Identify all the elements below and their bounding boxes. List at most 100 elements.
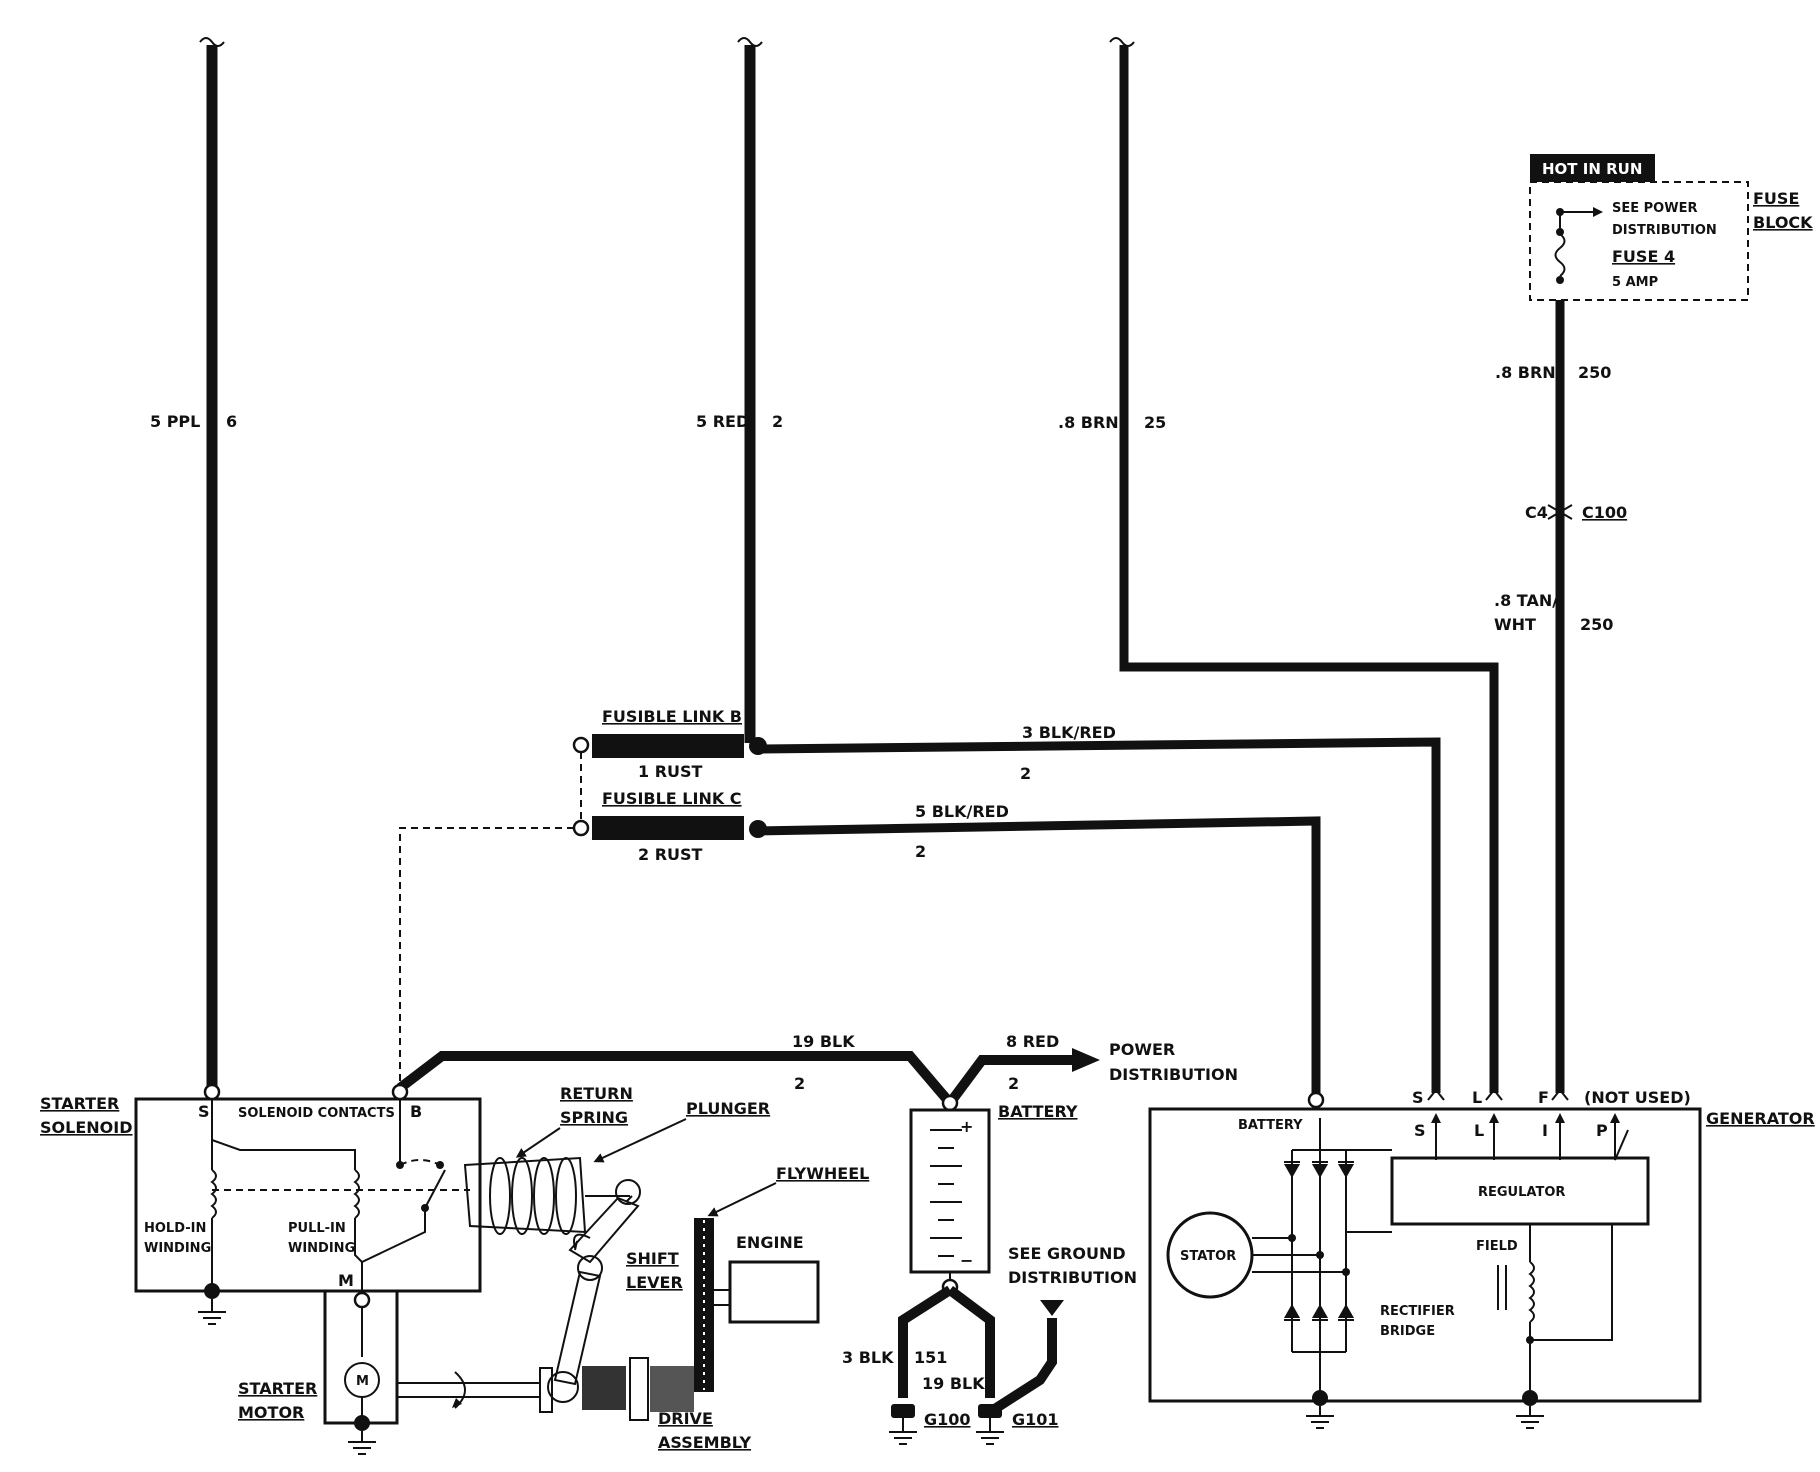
solenoid-b-terminal	[391, 1083, 409, 1101]
gen-term-s: S	[1414, 1121, 1426, 1140]
generator-label: GENERATOR	[1706, 1109, 1815, 1128]
plunger-spring-icon	[463, 1156, 633, 1235]
see-power-line2: DISTRIBUTION	[1612, 223, 1717, 238]
motor-ground-icon	[348, 1415, 376, 1455]
field-label: FIELD	[1476, 1239, 1518, 1254]
flywheel-icon	[694, 1218, 714, 1392]
fuse4-amp: 5 AMP	[1612, 275, 1658, 290]
wire-8red-label: 8 RED	[1006, 1032, 1059, 1051]
wire-brn-circuit: 25	[1144, 413, 1166, 432]
solenoid-s-terminal	[203, 1083, 221, 1101]
hold-in-winding-icon	[210, 1099, 217, 1291]
solenoid-b-label: B	[410, 1102, 422, 1121]
g100-ground-icon	[889, 1404, 917, 1445]
wire-5-ppl	[199, 37, 225, 1088]
wire-3-blk-red	[757, 737, 1441, 1093]
wire-tanwht-circuit: 250	[1580, 615, 1613, 634]
wire-19-blk-main	[396, 1048, 1100, 1107]
battery-minus: −	[960, 1251, 973, 1270]
shift-lever-line1: SHIFT	[626, 1249, 679, 1268]
g101-ground-icon	[976, 1404, 1004, 1445]
field-winding-icon	[1497, 1224, 1613, 1390]
fusible-link-c	[592, 816, 744, 840]
gen-battery-terminal	[1307, 1091, 1325, 1109]
stator-label: STATOR	[1180, 1249, 1236, 1264]
pull-in-line1: PULL-IN	[288, 1221, 346, 1236]
power-distribution-line1: POWER	[1109, 1040, 1175, 1059]
solenoid-contact-switch-icon	[212, 1099, 470, 1263]
connector-c4: C4	[1525, 503, 1548, 522]
solenoid-contacts-label: SOLENOID CONTACTS	[238, 1106, 395, 1121]
battery-plus: +	[960, 1117, 973, 1136]
wire-brn250-label: .8 BRN	[1495, 363, 1556, 382]
gen-connector-chevrons	[1427, 1088, 1569, 1101]
fusible-link-b-label: FUSIBLE LINK B	[602, 707, 742, 726]
battery-ground-wires	[898, 1285, 1057, 1417]
drive-assembly-line2: ASSEMBLY	[658, 1433, 751, 1452]
rectifier-line2: BRIDGE	[1380, 1324, 1435, 1339]
solenoid-m-terminal	[353, 1291, 371, 1309]
gen-not-used: (NOT USED)	[1584, 1088, 1691, 1107]
wire-ppl-circuit: 6	[226, 412, 237, 431]
shift-lever-line2: LEVER	[626, 1273, 683, 1292]
fuse4-label: FUSE 4	[1612, 247, 1675, 266]
hold-in-line2: WINDING	[144, 1241, 211, 1256]
wire-red-circuit: 2	[772, 412, 783, 431]
regulator-box	[1390, 1156, 1650, 1226]
rectifier-line1: RECTIFIER	[1380, 1304, 1455, 1319]
engine-label: ENGINE	[736, 1233, 804, 1252]
rectifier-bridge-icon	[1252, 1118, 1392, 1390]
flywheel-pointer	[707, 1182, 777, 1217]
wire-3blkred-label: 3 BLK/RED	[1022, 723, 1116, 742]
fusible-link-c-start	[572, 819, 590, 837]
return-spring-line1: RETURN	[560, 1084, 633, 1103]
starter-solenoid-box	[134, 1097, 482, 1293]
gen-term-i: I	[1542, 1121, 1548, 1140]
gen-connector-l: L	[1472, 1088, 1482, 1107]
gen-term-p: P	[1596, 1121, 1608, 1140]
wire-brn-label: .8 BRN	[1058, 413, 1119, 432]
solenoid-ground-icon	[198, 1283, 226, 1325]
wire-brn250-circuit: 250	[1578, 363, 1611, 382]
hold-in-line1: HOLD-IN	[144, 1221, 206, 1236]
wire-19blk-ground-label: 19 BLK	[922, 1374, 985, 1393]
wire-5blkred-label: 5 BLK/RED	[915, 802, 1009, 821]
fusible-link-c-to-solenoid	[399, 827, 574, 1085]
return-spring-pointer	[515, 1127, 561, 1158]
plunger-label: PLUNGER	[686, 1099, 770, 1118]
drive-assembly-icon	[397, 1357, 694, 1421]
see-ground-line1: SEE GROUND	[1008, 1244, 1126, 1263]
pull-in-winding-icon	[211, 1139, 363, 1291]
fuse-block-box	[1529, 181, 1749, 301]
return-spring-line2: SPRING	[560, 1108, 628, 1127]
power-distribution-line2: DISTRIBUTION	[1109, 1065, 1238, 1084]
gen-battery-label: BATTERY	[1238, 1118, 1303, 1133]
starter-solenoid-line2: SOLENOID	[40, 1118, 132, 1137]
wire-ppl-label: 5 PPL	[150, 412, 200, 431]
wire-3blk-circuit: 151	[914, 1348, 947, 1367]
hot-in-run-badge	[1530, 154, 1655, 182]
regulator-label: REGULATOR	[1478, 1185, 1565, 1200]
wire-8-brn-250	[1547, 300, 1573, 1093]
fusible-link-b	[592, 734, 744, 758]
fusible-link-c-rust: 2 RUST	[638, 845, 703, 864]
gen-terminal-arrows	[1431, 1113, 1629, 1161]
wire-tanwht-line1: .8 TAN/	[1494, 591, 1558, 610]
wire-tanwht-line2: WHT	[1494, 615, 1536, 634]
pull-in-line2: WINDING	[288, 1241, 355, 1256]
solenoid-s-label: S	[198, 1102, 210, 1121]
see-ground-line2: DISTRIBUTION	[1008, 1268, 1137, 1287]
battery-positive-node	[941, 1094, 959, 1112]
fusible-link-c-label: FUSIBLE LINK C	[602, 789, 742, 808]
engine-icon	[714, 1260, 820, 1324]
battery-box	[909, 1108, 991, 1274]
generator-box	[1148, 1107, 1702, 1403]
ground-distribution-arrow-icon	[1040, 1300, 1064, 1316]
wire-3blk-label: 3 BLK	[842, 1348, 894, 1367]
wire-5blkred-circuit: 2	[915, 842, 926, 861]
wire-3blkred-circuit: 2	[1020, 764, 1031, 783]
wire-red-label: 5 RED	[696, 412, 749, 431]
fuse-4-icon	[1554, 207, 1603, 284]
g101-label: G101	[1012, 1410, 1059, 1429]
hot-in-run-text: HOT IN RUN	[1542, 160, 1642, 178]
